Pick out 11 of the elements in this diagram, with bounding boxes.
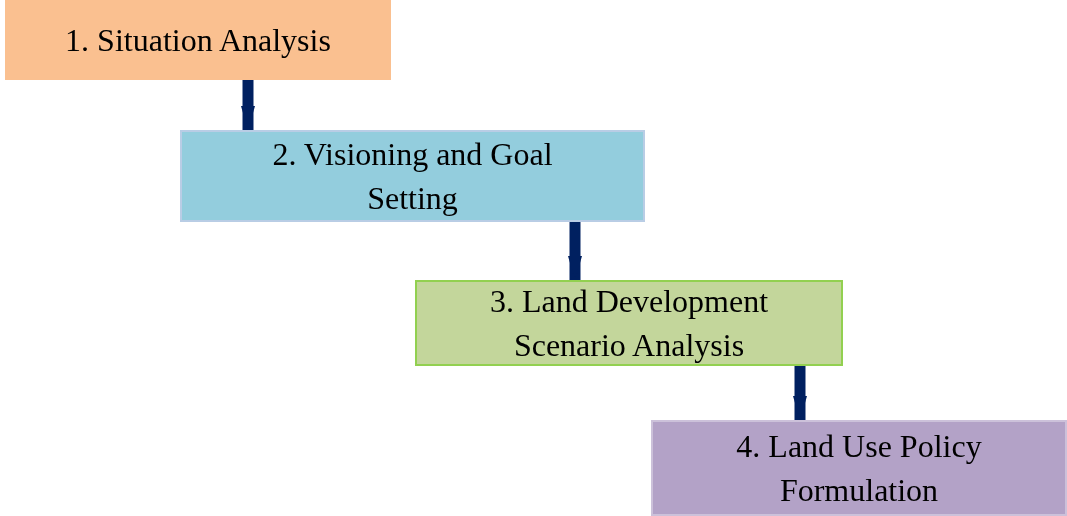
process-box: [180, 130, 645, 222]
step-label: 4. Land Use Policy Formulation: [735, 427, 983, 510]
step-label: 1. Situation Analysis: [64, 21, 332, 60]
arrow: [568, 222, 582, 280]
process-box: [651, 420, 1067, 516]
step-label: 3. Land Development Scenario Analysis: [488, 282, 770, 365]
process-box: [415, 280, 843, 366]
arrow: [793, 366, 807, 420]
process-box: [5, 0, 391, 80]
step-label: 2. Visioning and Goal Setting: [271, 135, 554, 218]
arrow: [241, 80, 255, 130]
